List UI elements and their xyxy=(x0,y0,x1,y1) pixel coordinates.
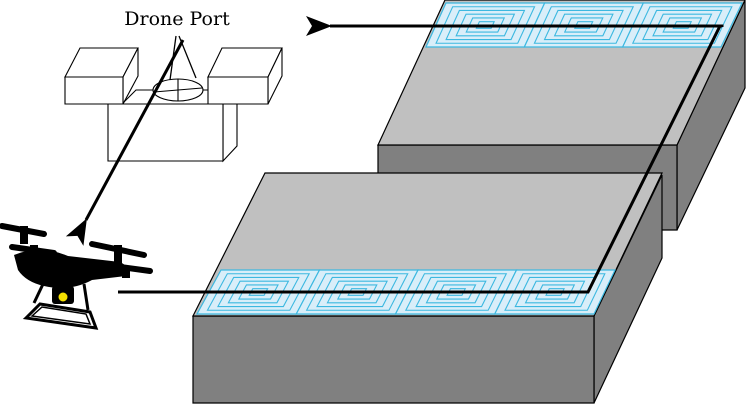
drone-landing-gear xyxy=(22,281,99,330)
drone-port xyxy=(64,47,283,163)
port-right-box-front xyxy=(207,76,269,105)
drone-body xyxy=(14,249,128,288)
route-arrow-port-to-drone xyxy=(65,39,185,246)
drone-port-label: Drone Port xyxy=(124,8,230,30)
port-left-box-front xyxy=(64,76,124,105)
drone-camera-lens-icon xyxy=(57,291,69,303)
road-block-front xyxy=(192,172,663,404)
drone xyxy=(0,223,153,330)
port-base-front-face xyxy=(107,102,224,162)
route-arrows xyxy=(65,16,724,294)
road-front-front-face xyxy=(192,315,595,404)
